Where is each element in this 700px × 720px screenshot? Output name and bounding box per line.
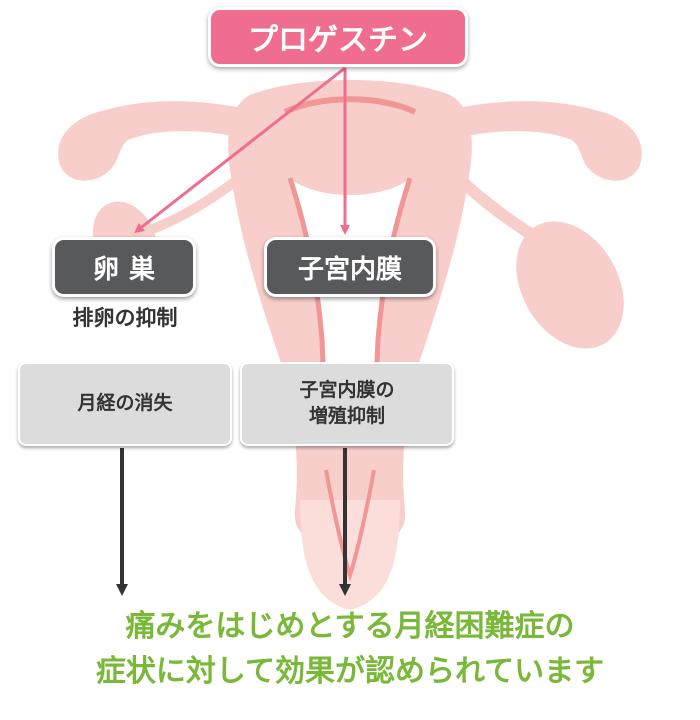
endometrial-proliferation-line2: 増殖抑制 — [308, 405, 385, 427]
menstruation-disappearance-box: 月経の消失 — [18, 362, 232, 446]
progestin-label: プロゲスチン — [208, 7, 468, 67]
conclusion-text: 痛みをはじめとする月経困難症の 症状に対して効果が認められています — [0, 604, 700, 694]
endometrial-proliferation-box: 子宮内膜の 増殖抑制 — [240, 362, 454, 446]
arrow-to-ovary — [134, 66, 346, 234]
conclusion-line1: 痛みをはじめとする月経困難症の — [125, 609, 575, 644]
endometrium-label: 子宮内膜 — [264, 237, 436, 297]
right-ovary — [516, 221, 624, 349]
right-fallopian-tube — [415, 101, 642, 181]
endometrial-proliferation-line1: 子宮内膜の — [299, 379, 395, 402]
ovary-label: 卵巣 — [52, 237, 196, 297]
ovulation-suppression-caption: 排卵の抑制 — [72, 306, 178, 330]
left-fallopian-tube — [58, 101, 285, 181]
conclusion-line2: 症状に対して効果が認められています — [95, 654, 605, 689]
menstruation-disappearance-text: 月経の消失 — [77, 392, 173, 415]
